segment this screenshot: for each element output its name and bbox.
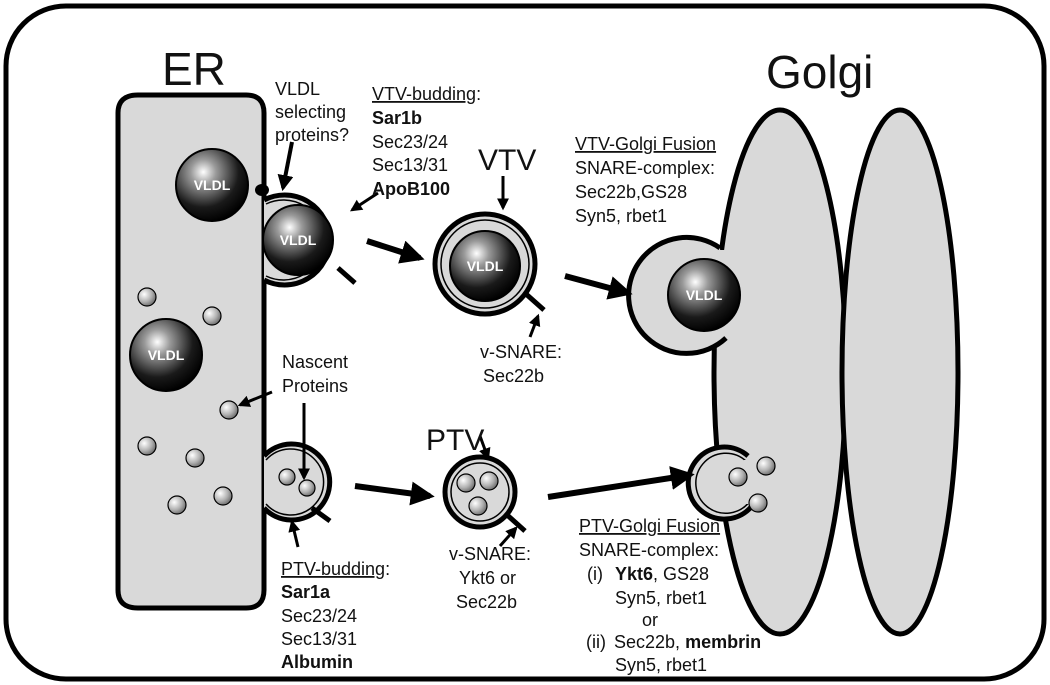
nascent-protein [456,473,476,493]
vtv-fusion-title: VTV-Golgi Fusion [575,134,716,154]
nascent-protein [728,467,748,487]
nascent-protein [298,479,316,497]
nascent-proteins-label: Nascent Proteins [282,352,348,396]
svg-text:SNARE-complex:: SNARE-complex: [575,158,715,178]
selecting-protein-blob [255,184,269,196]
ptv-budding-item: Albumin [281,652,353,672]
transport-arrow-vtv-2 [564,273,633,300]
pointer-selecting-proteins [277,141,294,192]
vtv-golgi-fusion-block: VTV-Golgi Fusion SNARE-complex: Sec22b,G… [575,134,716,226]
ptv-fusion-title: PTV-Golgi Fusion [579,516,720,536]
vtv-budding-item: Sec23/24 [372,132,448,152]
nascent-protein [219,400,239,420]
pointer-nascent-er [237,390,273,407]
svg-text:Syn5, rbet1: Syn5, rbet1 [615,588,707,608]
transport-arrow-vtv-1 [366,238,425,264]
nascent-protein [468,496,488,516]
ptv-golgi-fusion-block: PTV-Golgi Fusion SNARE-complex: (i)Ykt6,… [579,516,761,675]
svg-text:Proteins: Proteins [282,376,348,396]
ptv-budding-item: Sar1a [281,582,331,602]
pointer-albumin [288,519,301,548]
ptv-vesicle [442,454,518,530]
svg-text:Syn5, rbet1: Syn5, rbet1 [575,206,667,226]
ptv-label: PTV [426,424,484,457]
svg-text:Syn5, rbet1: Syn5, rbet1 [615,655,707,675]
vldl-particle-er-upper [175,148,249,222]
v-snare-stalk [524,292,546,312]
svg-text:PTV-budding:: PTV-budding: [281,559,390,579]
svg-text:Sec22b,GS28: Sec22b,GS28 [575,182,687,202]
transport-arrow-ptv-1 [354,481,435,506]
vldl-label: VLDL [686,287,723,303]
ptv-budding-title: PTV-budding [281,559,385,579]
svg-text:v-SNARE:: v-SNARE: [449,544,531,564]
svg-text:(ii)Sec22b, membrin: (ii)Sec22b, membrin [586,632,761,652]
nascent-protein [756,456,776,476]
svg-text:proteins?: proteins? [275,125,349,145]
vldl-particle-vtv [449,230,521,302]
transport-arrow-ptv-2 [547,466,695,500]
vtv-budding-item: ApoB100 [372,179,450,199]
vldl-label: VLDL [467,258,504,274]
golgi-label: Golgi [766,46,873,98]
vtv-budding-item: Sec13/31 [372,155,448,175]
pointer-vsnare-vtv [528,313,541,338]
nascent-protein [748,493,768,513]
v-snare-stalk [504,512,527,533]
pointer-vsnare-ptv [498,526,518,547]
vldl-particle-golgi [667,258,741,332]
vtv-budding-item: Sar1b [372,108,422,128]
pointer-apob100 [349,191,379,212]
vldl-particle-er-lower [129,318,203,392]
vldl-selecting-label: VLDL selecting proteins? [275,79,349,145]
vldl-label: VLDL [148,347,185,363]
nascent-protein [202,306,222,326]
ptv-budding-item: Sec23/24 [281,606,357,626]
svg-text:Sec22b: Sec22b [483,366,544,386]
ptv-budding-block: PTV-budding: Sar1a Sec23/24 Sec13/31 Alb… [281,559,390,672]
nascent-protein [278,468,296,486]
svg-text:Ykt6 or: Ykt6 or [459,568,516,588]
svg-text:v-SNARE:: v-SNARE: [480,342,562,362]
vsnare-vtv-label: v-SNARE: Sec22b [480,342,562,386]
vldl-particle-budding [262,204,334,276]
golgi-cisterna-1 [711,107,849,637]
nascent-protein [137,436,157,456]
svg-text:or: or [642,610,658,630]
golgi-cisterna-2 [839,107,961,637]
svg-text:Sec22b: Sec22b [456,592,517,612]
nascent-protein [213,486,233,506]
nascent-protein [167,495,187,515]
vsnare-ptv-label: v-SNARE: Ykt6 or Sec22b [449,544,531,612]
nascent-protein [137,287,157,307]
nascent-protein [185,448,205,468]
nascent-protein [479,471,499,491]
ptv-budding-item: Sec13/31 [281,629,357,649]
v-snare-stalk [310,505,332,524]
svg-text:(i)Ykt6, GS28: (i)Ykt6, GS28 [587,564,709,584]
svg-text:VTV-budding:: VTV-budding: [372,84,481,104]
v-snare-stalk [336,266,357,285]
vtv-budding-title: VTV-budding [372,84,476,104]
vtv-label: VTV [478,144,536,177]
vldl-label: VLDL [280,232,317,248]
er-label: ER [162,43,226,95]
svg-text:Nascent: Nascent [282,352,348,372]
vtv-budding-block: VTV-budding: Sar1b Sec23/24 Sec13/31 Apo… [372,84,481,199]
svg-text:VLDL: VLDL [275,79,320,99]
ptv-budding-membrane [262,441,333,523]
pointer-ptv [478,435,491,461]
svg-text:SNARE-complex:: SNARE-complex: [579,540,719,560]
vldl-label: VLDL [194,177,231,193]
svg-text:selecting: selecting [275,102,346,122]
